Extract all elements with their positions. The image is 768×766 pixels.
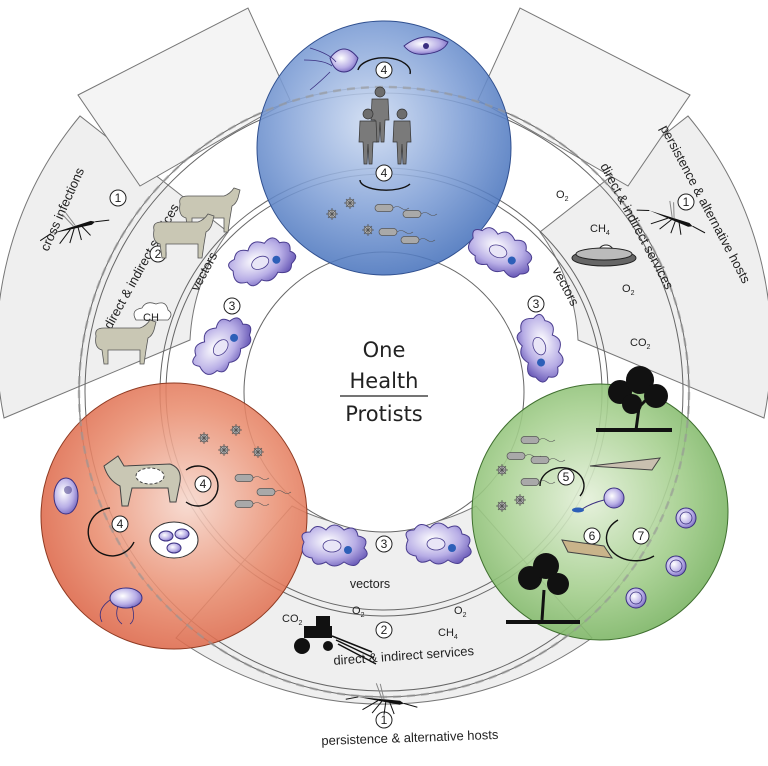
- svg-text:1: 1: [683, 195, 690, 209]
- center-title-one: One: [363, 338, 406, 362]
- sector-right: [539, 115, 768, 419]
- marker-7: 7: [632, 527, 650, 545]
- marker-3-right: 3: [527, 295, 545, 313]
- protist-icon-left-1: [223, 228, 302, 295]
- cycle-arrow-mid: [359, 179, 411, 191]
- center-title: One Health Protists: [340, 338, 428, 426]
- marker-1-right: 1: [677, 193, 695, 211]
- tree-icon-bottom: [506, 553, 580, 624]
- cycle-arrow-7: [605, 519, 655, 562]
- cyst-icon-1: [675, 507, 697, 529]
- giardia-icon-animal: [99, 587, 143, 625]
- marker-4-top: 4: [375, 61, 393, 79]
- cyst-icon-2: [665, 555, 687, 577]
- marker-1-left: 1: [109, 189, 127, 207]
- dashed-connector-ring: [77, 85, 691, 699]
- svg-text:3: 3: [381, 537, 388, 551]
- svg-text:4: 4: [200, 477, 207, 491]
- co2-bottom: CO2: [282, 613, 303, 627]
- sector-left: [0, 115, 229, 419]
- marker-2-bottom: 2: [375, 621, 393, 639]
- environment-group: [495, 366, 697, 624]
- ch4-right: CH4: [590, 223, 610, 237]
- protist-icon-right-1: [462, 220, 539, 283]
- cycle-arrow-animal-left: [87, 507, 135, 557]
- svg-text:2: 2: [381, 623, 388, 637]
- petri-dish-icon-env: [561, 539, 614, 559]
- marker-4-animal-right: 4: [194, 475, 212, 493]
- cycle-arrow-animal-right: [185, 465, 219, 507]
- center-title-protists: Protists: [345, 402, 423, 426]
- giardia-icon-top: [303, 47, 359, 91]
- svg-text:CH: CH: [143, 312, 159, 324]
- cyst-icon-3: [625, 587, 647, 609]
- svg-text:1: 1: [115, 191, 122, 205]
- label-vectors-bottom: vectors: [350, 577, 390, 591]
- marker-3-left: 3: [223, 297, 241, 315]
- petri-dish-icon-right: [571, 247, 637, 267]
- ch4-bottom: CH4: [438, 627, 458, 641]
- cow-icon-animal: [103, 455, 181, 507]
- o2-right-top: O2: [556, 189, 569, 203]
- svg-text:7: 7: [638, 529, 645, 543]
- tree-icon-top: [596, 366, 672, 432]
- animal-group: [53, 423, 292, 625]
- svg-text:2: 2: [155, 247, 162, 261]
- human-health-circle: [256, 20, 512, 276]
- svg-text:6: 6: [589, 529, 596, 543]
- svg-text:3: 3: [533, 297, 540, 311]
- marker-4-animal-left: 4: [111, 515, 129, 533]
- marker-5: 5: [557, 468, 575, 486]
- label-persistence-bottom: persistence & alternative hosts: [321, 727, 499, 748]
- o2-right-mid: O2: [622, 283, 635, 297]
- svg-text:3: 3: [229, 299, 236, 313]
- trichomonas-icon-animal: [53, 477, 79, 515]
- svg-text:1: 1: [381, 713, 388, 727]
- marker-3-bottom: 3: [375, 535, 393, 553]
- o2-bottom: O2: [352, 605, 365, 619]
- cyst-cluster-icon: [149, 521, 199, 559]
- marker-4-mid: 4: [375, 164, 393, 182]
- human-group: [303, 36, 449, 244]
- chemical-labels: O2 CH4 O2 CO2 CO2 O2 O2 CH4 CH: [133, 189, 651, 641]
- center-title-health: Health: [350, 369, 419, 393]
- svg-text:5: 5: [563, 470, 570, 484]
- o2-bottom-right: O2: [454, 605, 467, 619]
- tractor-icon: [294, 616, 377, 665]
- cycle-arrow-5: [539, 466, 585, 497]
- ch4-cloud-left: CH: [133, 302, 172, 324]
- flagellate-icon-env: [572, 487, 625, 513]
- svg-text:4: 4: [381, 166, 388, 180]
- cycle-arrow-top: [357, 57, 411, 75]
- svg-text:4: 4: [117, 517, 124, 531]
- co2-right: CO2: [630, 337, 651, 351]
- trypanosome-icon-top: [403, 36, 449, 55]
- animal-health-circle: [40, 382, 308, 650]
- marker-6: 6: [583, 527, 601, 545]
- svg-text:4: 4: [381, 63, 388, 77]
- diatom-icon: [589, 457, 662, 471]
